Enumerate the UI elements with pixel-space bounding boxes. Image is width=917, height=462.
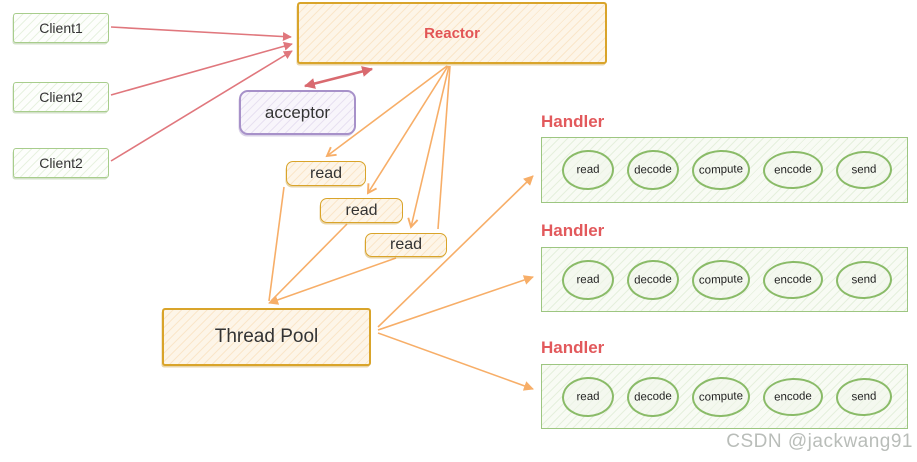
handler3-box: read decode compute encode send: [541, 364, 908, 429]
read2-box: read: [320, 198, 403, 223]
handler2-step-send-ellipse: send: [835, 259, 893, 300]
acceptor-label: acceptor: [264, 102, 331, 122]
csdn-watermark: CSDN @jackwang91: [726, 431, 913, 452]
handler1-box: read decode compute encode send: [541, 137, 908, 203]
handler3-step-encode-ellipse: encode: [762, 376, 824, 417]
client3-label: Client2: [39, 155, 83, 171]
acceptor-box: acceptor: [239, 90, 356, 135]
arrow-reactor-to-read1: [325, 65, 448, 158]
handler1-title: Handler: [541, 112, 605, 131]
arrow-threadpool-to-handler3: [377, 332, 534, 391]
arrow-threadpool-to-handler2: [377, 275, 534, 331]
arrow-client1-to-reactor: [110, 26, 292, 42]
client3-box: Client2: [13, 148, 109, 178]
handler1-step-read-ellipse: read: [561, 149, 615, 191]
handler3-step-decode-ellipse: decode: [626, 375, 680, 418]
handler2-step-decode-ellipse: decode: [626, 258, 680, 301]
arrow-reactor-to-read2: [366, 65, 449, 195]
handler1-step-compute-ellipse: compute: [691, 149, 751, 191]
handler1-step-send-ellipse: send: [835, 150, 893, 190]
handler1-step-decode-ellipse: decode: [626, 149, 680, 191]
line-read1-to-threadpool: [268, 186, 285, 302]
read3-label: read: [389, 236, 423, 253]
line-read2-to-threadpool: [270, 223, 348, 302]
client1-box: Client1: [13, 13, 109, 43]
client2-box: Client2: [13, 82, 109, 112]
arrow-reads-to-threadpool: [268, 257, 397, 305]
arrow-reactor-to-read3-b: [437, 65, 451, 230]
handler2-title: Handler: [541, 221, 605, 240]
handler1-step-encode-ellipse: encode: [762, 149, 824, 191]
arrow-client3-to-reactor: [110, 50, 293, 162]
handler3-step-compute-ellipse: compute: [691, 375, 751, 418]
reactor-box: Reactor: [297, 2, 607, 64]
read2-label: read: [345, 201, 378, 219]
read3-box: read: [365, 233, 447, 257]
arrow-reactor-acceptor-bidirectional: [303, 66, 374, 89]
read1-box: read: [286, 161, 366, 186]
client2-label: Client2: [39, 89, 83, 105]
arrow-client2-to-reactor: [110, 41, 293, 96]
thread-pool-label: Thread Pool: [214, 326, 319, 347]
read1-label: read: [309, 164, 343, 182]
reactor-label: Reactor: [424, 24, 480, 42]
handler2-step-compute-ellipse: compute: [691, 258, 751, 301]
handler3-step-send-ellipse: send: [835, 376, 893, 417]
handler3-title: Handler: [541, 338, 605, 357]
arrow-reactor-to-read3: [407, 65, 450, 229]
handler2-box: read decode compute encode send: [541, 247, 908, 312]
arrow-threadpool-to-handler1: [377, 175, 534, 328]
handler2-step-read-ellipse: read: [561, 258, 615, 301]
handler3-step-read-ellipse: read: [561, 375, 615, 418]
handler2-step-encode-ellipse: encode: [762, 259, 824, 300]
thread-pool-box: Thread Pool: [162, 308, 371, 366]
client1-label: Client1: [39, 20, 83, 36]
